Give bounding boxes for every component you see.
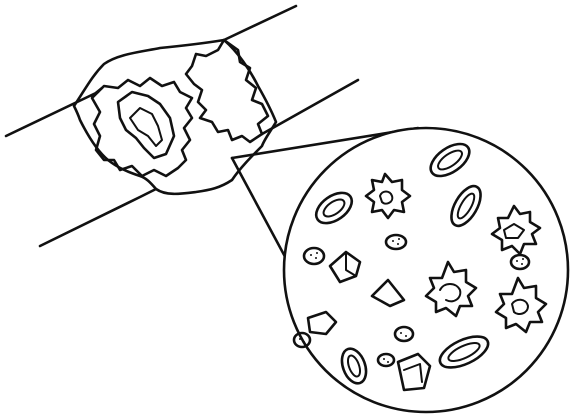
bone-upper-edge (6, 6, 296, 136)
left-fragment-end (92, 78, 192, 176)
bone-chip-inner (130, 108, 162, 146)
right-fragment-end (186, 40, 268, 142)
bone-chip-outer (118, 92, 174, 158)
fracture-site (74, 40, 276, 194)
magnified-view (284, 128, 568, 412)
magnifier-circle (284, 128, 568, 412)
